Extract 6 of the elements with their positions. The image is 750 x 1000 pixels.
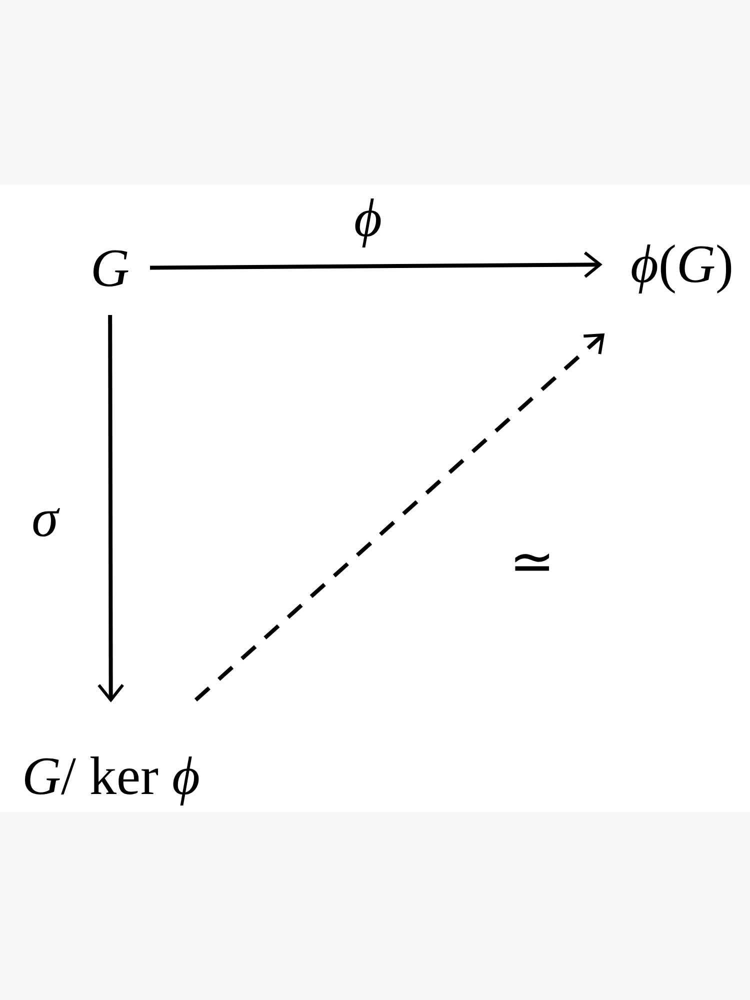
arrow xyxy=(194,334,604,702)
arrow xyxy=(97,315,124,702)
math-label: G/ ker ϕ xyxy=(22,749,200,803)
math-label: ϕ(G) xyxy=(630,237,734,291)
arrow xyxy=(150,251,602,278)
math-label: G xyxy=(90,241,130,295)
